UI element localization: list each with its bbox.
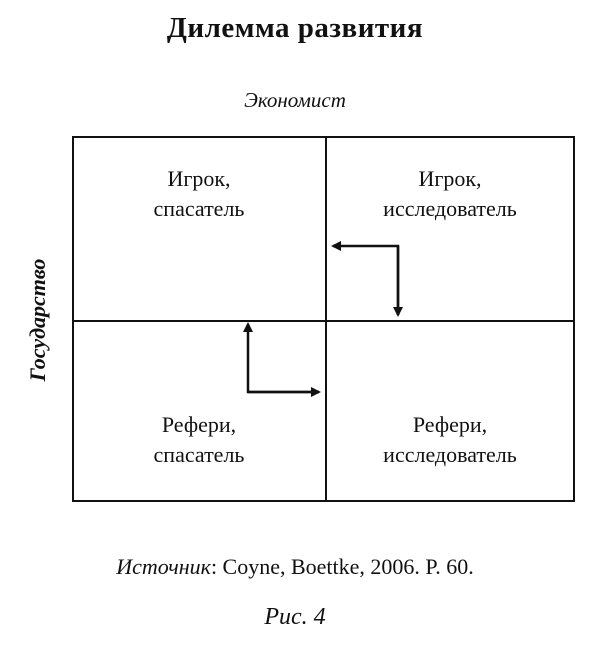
quadrant-top-right-line2: исследователь: [383, 196, 517, 221]
diagram-title: Дилемма развития: [166, 12, 424, 44]
source-label: Источник: [116, 554, 211, 579]
figure-label: Рис. 4: [264, 604, 326, 630]
horizontal-divider: [74, 320, 573, 322]
quadrant-bottom-right: Рефери, исследователь: [325, 410, 575, 470]
arrow-bottom-left-to-top: [243, 322, 319, 394]
quadrant-top-left: Игрок, спасатель: [74, 164, 324, 224]
vertical-divider: [325, 138, 327, 500]
quadrant-top-right-line1: Игрок,: [418, 166, 482, 191]
quadrant-bottom-left-line1: Рефери,: [161, 412, 237, 437]
source-text: : Coyne, Boettke, 2006. P. 60.: [210, 554, 474, 579]
quadrant-bottom-right-line1: Рефери,: [412, 412, 488, 437]
quadrant-top-left-line1: Игрок,: [167, 166, 231, 191]
quadrant-grid: Игрок, спасатель Игрок, исследователь Ре…: [72, 136, 575, 502]
quadrant-top-left-line2: спасатель: [153, 196, 245, 221]
quadrant-bottom-right-line2: исследователь: [383, 442, 517, 467]
source-note: Источник: Coyne, Boettke, 2006. P. 60.: [0, 554, 590, 580]
arrow-top-right-to-top-left: [331, 241, 400, 315]
quadrant-top-right: Игрок, исследователь: [325, 164, 575, 224]
top-axis-label: Экономист: [244, 88, 346, 112]
quadrant-bottom-left: Рефери, спасатель: [74, 410, 324, 470]
quadrant-bottom-left-line2: спасатель: [153, 442, 245, 467]
